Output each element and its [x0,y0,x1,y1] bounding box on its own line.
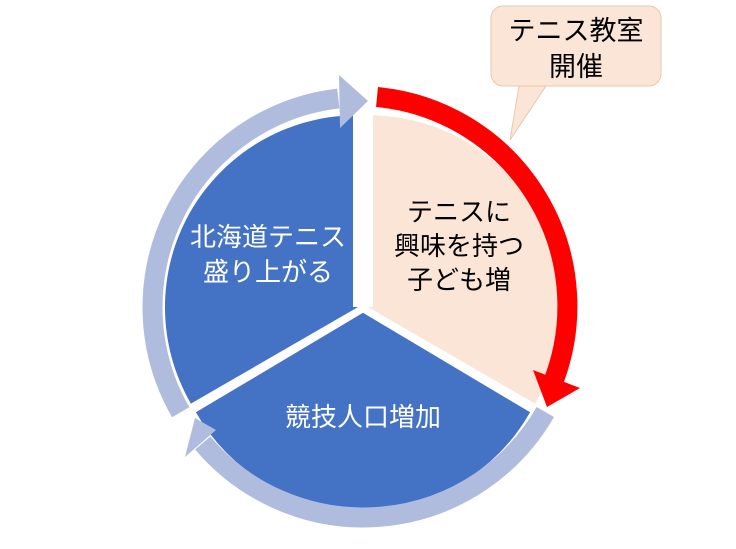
cycle-arrow-bottom-head-icon [185,418,216,457]
segment-left [164,115,359,404]
callout-line-2: 開催 [549,52,603,83]
segment-right-line-1: テニスに [407,198,511,228]
cycle-arrow-left-icon [142,88,340,418]
cycle-arrow-right-icon [376,87,578,389]
cycle-arrow-right-head-icon [533,370,580,407]
segment-left-line-2: 盛り上がる [203,258,333,288]
segment-right [367,115,562,404]
segment-bottom-line-1: 競技人口増加 [285,403,441,433]
segment-right-line-2: 興味を持つ [394,232,524,262]
segment-left-line-1: 北海道テニス [190,223,346,253]
callout-line-1: テニス教室 [509,16,644,47]
cycle-arrow-left-head-icon [339,75,368,128]
callout-box [490,5,662,87]
callout-tail-icon [509,79,551,141]
segment-bottom [195,312,531,510]
cycle-arrow-bottom-icon [195,407,554,528]
segment-right-line-3: 子ども増 [407,266,511,296]
